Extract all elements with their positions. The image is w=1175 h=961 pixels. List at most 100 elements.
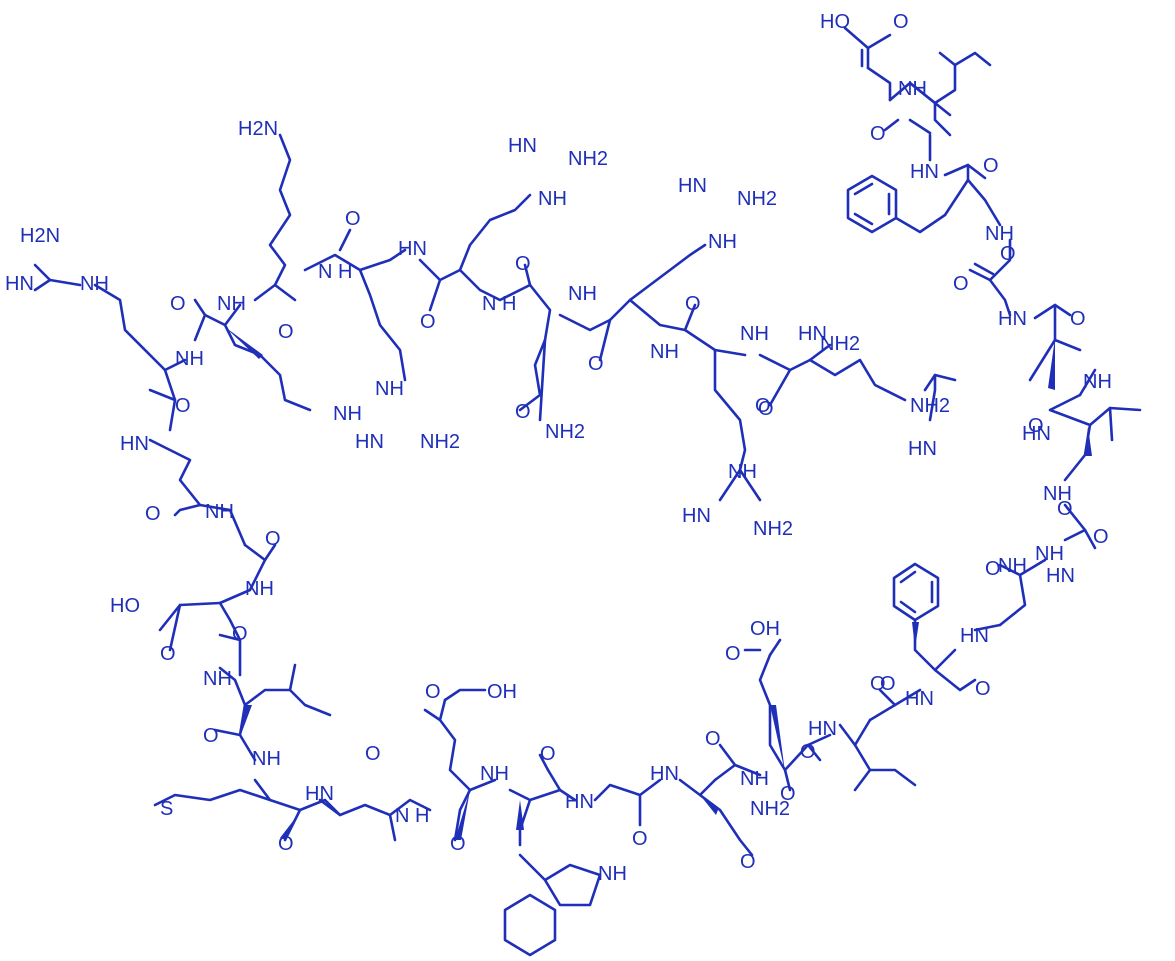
stereo-wedges <box>225 327 1092 840</box>
atom-label: NH <box>217 293 246 315</box>
atom-label: OH <box>487 681 517 703</box>
atom-label: O <box>425 681 441 703</box>
atom-label: HN <box>910 161 939 183</box>
atom-label: O <box>265 528 281 550</box>
atom-label: O <box>975 678 991 700</box>
atom-label: NH <box>375 378 404 400</box>
atom-label: HN <box>678 175 707 197</box>
atom-label: O <box>232 623 248 645</box>
atom-label: NH <box>333 403 362 425</box>
atom-label: O <box>740 851 756 873</box>
atom-label: O <box>175 395 191 417</box>
atom-label: H2N <box>20 225 60 247</box>
atom-label: O <box>632 828 648 850</box>
atom-label: O <box>705 728 721 750</box>
atom-label: NH <box>898 78 927 100</box>
atom-label: N H <box>395 805 429 827</box>
atom-label: HN <box>650 763 679 785</box>
atom-label: NH2 <box>750 798 790 820</box>
atom-label: HN <box>1046 565 1075 587</box>
atom-label: NH <box>538 188 567 210</box>
atom-label: H2N <box>238 118 278 140</box>
atom-label: NH2 <box>545 421 585 443</box>
atom-label: NH <box>245 578 274 600</box>
atom-label: NH <box>205 501 234 523</box>
atom-label: O <box>880 673 896 695</box>
atom-label: HN <box>908 438 937 460</box>
atom-label: O <box>685 293 701 315</box>
atom-label: HN <box>682 505 711 527</box>
atom-label: O <box>160 643 176 665</box>
atom-label: HN <box>1022 423 1051 445</box>
atom-label: O <box>1000 243 1016 265</box>
atom-label: HO <box>110 595 140 617</box>
atom-label: NH <box>203 668 232 690</box>
atom-label: HN <box>305 783 334 805</box>
atom-label: HN <box>565 791 594 813</box>
atom-label: O <box>345 208 361 230</box>
bond-skeleton <box>33 26 1142 957</box>
atom-label: O <box>515 253 531 275</box>
atom-label: NH2 <box>568 148 608 170</box>
atom-label: HN <box>120 433 149 455</box>
atom-label: O <box>870 673 886 695</box>
atom-label: NH <box>998 555 1027 577</box>
atom-label: HN <box>960 625 989 647</box>
atom-label: O <box>420 311 436 333</box>
atom-label: NH <box>80 273 109 295</box>
atom-label: NH <box>598 863 627 885</box>
atom-label: O <box>780 783 796 805</box>
atom-label: O <box>985 558 1001 580</box>
atom-label: O <box>953 273 969 295</box>
atom-label: HN <box>355 431 384 453</box>
atom-label: N H <box>318 261 352 283</box>
atom-label: NH2 <box>910 395 950 417</box>
atom-label: O <box>515 401 531 423</box>
atom-label: NH <box>1083 371 1112 393</box>
atom-label: O <box>725 643 741 665</box>
atom-label: HN <box>398 238 427 260</box>
atom-label: OH <box>750 618 780 640</box>
atom-label: O <box>170 293 186 315</box>
atom-label: NH <box>1043 483 1072 505</box>
atom-label: HN <box>5 273 34 295</box>
atom-label: O <box>870 123 886 145</box>
atom-label: HN <box>508 135 537 157</box>
atom-label: NH <box>252 748 281 770</box>
atom-label: O <box>983 155 999 177</box>
atom-label: HN <box>808 718 837 740</box>
atom-label: O <box>278 321 294 343</box>
atom-label: O <box>755 395 771 417</box>
atom-label: N H <box>482 293 516 315</box>
atom-label: O <box>758 398 774 420</box>
atom-label: O <box>1070 308 1086 330</box>
atom-label: NH <box>568 283 597 305</box>
atom-label: NH <box>650 341 679 363</box>
atom-label: NH <box>740 768 769 790</box>
atom-label: O <box>365 743 381 765</box>
atom-label: O <box>145 503 161 525</box>
atom-label: NH <box>740 323 769 345</box>
atom-label: NH2 <box>820 333 860 355</box>
atom-label: NH <box>728 461 757 483</box>
atom-label: O <box>278 833 294 855</box>
atom-label: O <box>450 833 466 855</box>
atom-label: O <box>588 353 604 375</box>
atom-label: NH <box>175 348 204 370</box>
atom-label: NH2 <box>737 188 777 210</box>
atom-label: NH <box>708 231 737 253</box>
atom-label: S <box>160 798 173 820</box>
atom-label: O <box>1028 415 1044 437</box>
atom-labels: HO O NH O HN O NH O HN O NH O NH O HN O … <box>5 11 1112 885</box>
atom-label: HN <box>905 688 934 710</box>
atom-label: NH <box>985 223 1014 245</box>
atom-label: O <box>800 741 816 763</box>
atom-label: O <box>1093 526 1109 548</box>
atom-label: O <box>893 11 909 33</box>
atom-label: NH <box>1035 543 1064 565</box>
atom-label: HO <box>820 11 850 33</box>
atom-label: HN <box>998 308 1027 330</box>
atom-label: O <box>540 743 556 765</box>
atom-label: NH2 <box>420 431 460 453</box>
